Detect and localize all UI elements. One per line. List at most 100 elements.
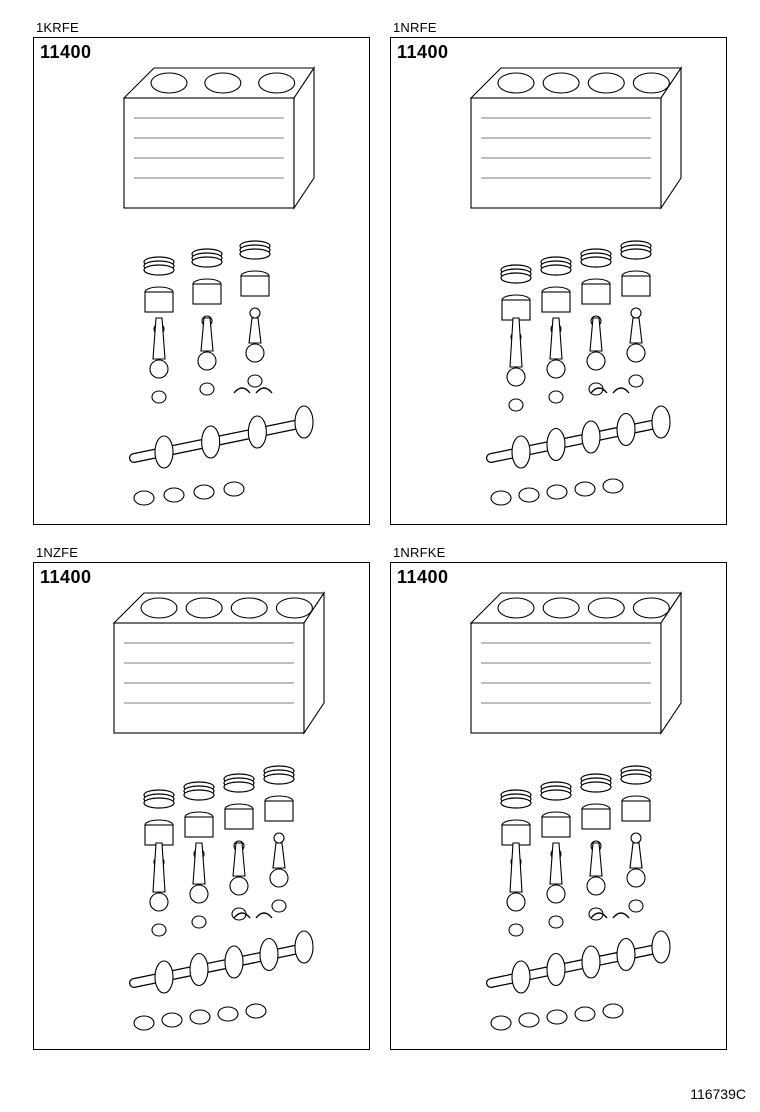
crankshaft (486, 930, 671, 994)
piston-ring-set (620, 765, 652, 785)
piston-ring-set (143, 256, 175, 276)
piston-ring-set (239, 240, 271, 260)
cylinder-bore (497, 72, 535, 94)
main-bearing (546, 1009, 568, 1025)
piston-ring-set (500, 789, 532, 809)
main-bearing (602, 1003, 624, 1019)
connecting-rod (506, 842, 526, 912)
part-number-1nzfe: 11400 (40, 567, 92, 587)
part-number-1krfe: 11400 (40, 42, 92, 62)
engine-label-1nrfke: 1NRFKE (393, 545, 446, 560)
main-bearing (133, 490, 155, 506)
piston-ring-set (191, 248, 223, 268)
piston (184, 811, 214, 838)
piston-ring-set (223, 773, 255, 793)
connecting-rod (149, 842, 169, 912)
piston-ring-set (500, 264, 532, 284)
rod-bearing (271, 899, 287, 913)
main-bearing (490, 490, 512, 506)
cylinder-bore (258, 72, 296, 94)
piston (541, 286, 571, 313)
main-bearing (574, 1006, 596, 1022)
cylinder-block (469, 66, 683, 210)
piston-ring-set (143, 789, 175, 809)
crankshaft (129, 930, 314, 994)
piston-ring-set (183, 781, 215, 801)
piston-ring-set (540, 256, 572, 276)
connecting-rod (149, 317, 169, 379)
connecting-rod (229, 840, 249, 896)
connecting-rod (245, 307, 265, 363)
cylinder-bore (140, 597, 178, 619)
cylinder-bore (275, 597, 313, 619)
piston (581, 803, 611, 830)
rod-bearing (151, 390, 167, 404)
thrust-washer (255, 387, 273, 394)
rod-bearing (508, 923, 524, 937)
thrust-washer (255, 912, 273, 919)
thrust-washer (233, 387, 251, 394)
cylinder-bore (587, 72, 625, 94)
piston-ring-set (263, 765, 295, 785)
engine-label-1nrfe: 1NRFE (393, 20, 437, 35)
thrust-washer (590, 387, 608, 394)
connecting-rod (586, 840, 606, 896)
piston-ring-set (620, 240, 652, 260)
engine-assembly (469, 591, 683, 1031)
piston-ring-set (540, 781, 572, 801)
piston (192, 278, 222, 305)
thrust-washer (612, 912, 630, 919)
part-number-1nrfke: 11400 (397, 567, 449, 587)
main-bearing (189, 1009, 211, 1025)
thrust-washer (233, 912, 251, 919)
rod-bearing (199, 382, 215, 396)
rod-bearing (247, 374, 263, 388)
cylinder-bore (632, 597, 670, 619)
cylinder-bore (632, 72, 670, 94)
main-bearing (546, 484, 568, 500)
piston (621, 270, 651, 297)
piston (541, 811, 571, 838)
main-bearing (193, 484, 215, 500)
short-block-illustration-1nrfe (469, 66, 683, 506)
rod-bearing (508, 398, 524, 412)
parts-panel-1nzfe: 11400 (33, 562, 370, 1050)
rod-bearing (628, 374, 644, 388)
cylinder-bore (587, 597, 625, 619)
short-block-illustration-1krfe (122, 66, 316, 506)
parts-panel-1nrfe: 11400 (390, 37, 727, 525)
cylinder-block (112, 591, 326, 735)
main-bearing (161, 1012, 183, 1028)
cylinder-bore (542, 72, 580, 94)
thrust-washer (590, 912, 608, 919)
piston (264, 795, 294, 822)
cylinder-bore (542, 597, 580, 619)
main-bearing (518, 1012, 540, 1028)
main-bearing (133, 1015, 155, 1031)
connecting-rod (626, 832, 646, 888)
main-bearing (602, 478, 624, 494)
connecting-rod (546, 317, 566, 379)
cylinder-bore (497, 597, 535, 619)
engine-assembly (469, 66, 683, 506)
engine-assembly (112, 591, 326, 1031)
rod-bearing (548, 915, 564, 929)
piston (240, 270, 270, 297)
piston (621, 795, 651, 822)
main-bearing (223, 481, 245, 497)
rod-bearing (548, 390, 564, 404)
cylinder-bore (185, 597, 223, 619)
parts-panel-1krfe: 11400 (33, 37, 370, 525)
piston (501, 819, 531, 846)
connecting-rod (626, 307, 646, 363)
cylinder-bore (230, 597, 268, 619)
piston (144, 819, 174, 846)
short-block-illustration-1nzfe (112, 591, 326, 1031)
main-bearing (163, 487, 185, 503)
piston-ring-set (580, 248, 612, 268)
rod-bearing (191, 915, 207, 929)
crankshaft (129, 405, 314, 469)
engine-assembly (122, 66, 316, 506)
cylinder-bore (204, 72, 242, 94)
main-bearing (574, 481, 596, 497)
